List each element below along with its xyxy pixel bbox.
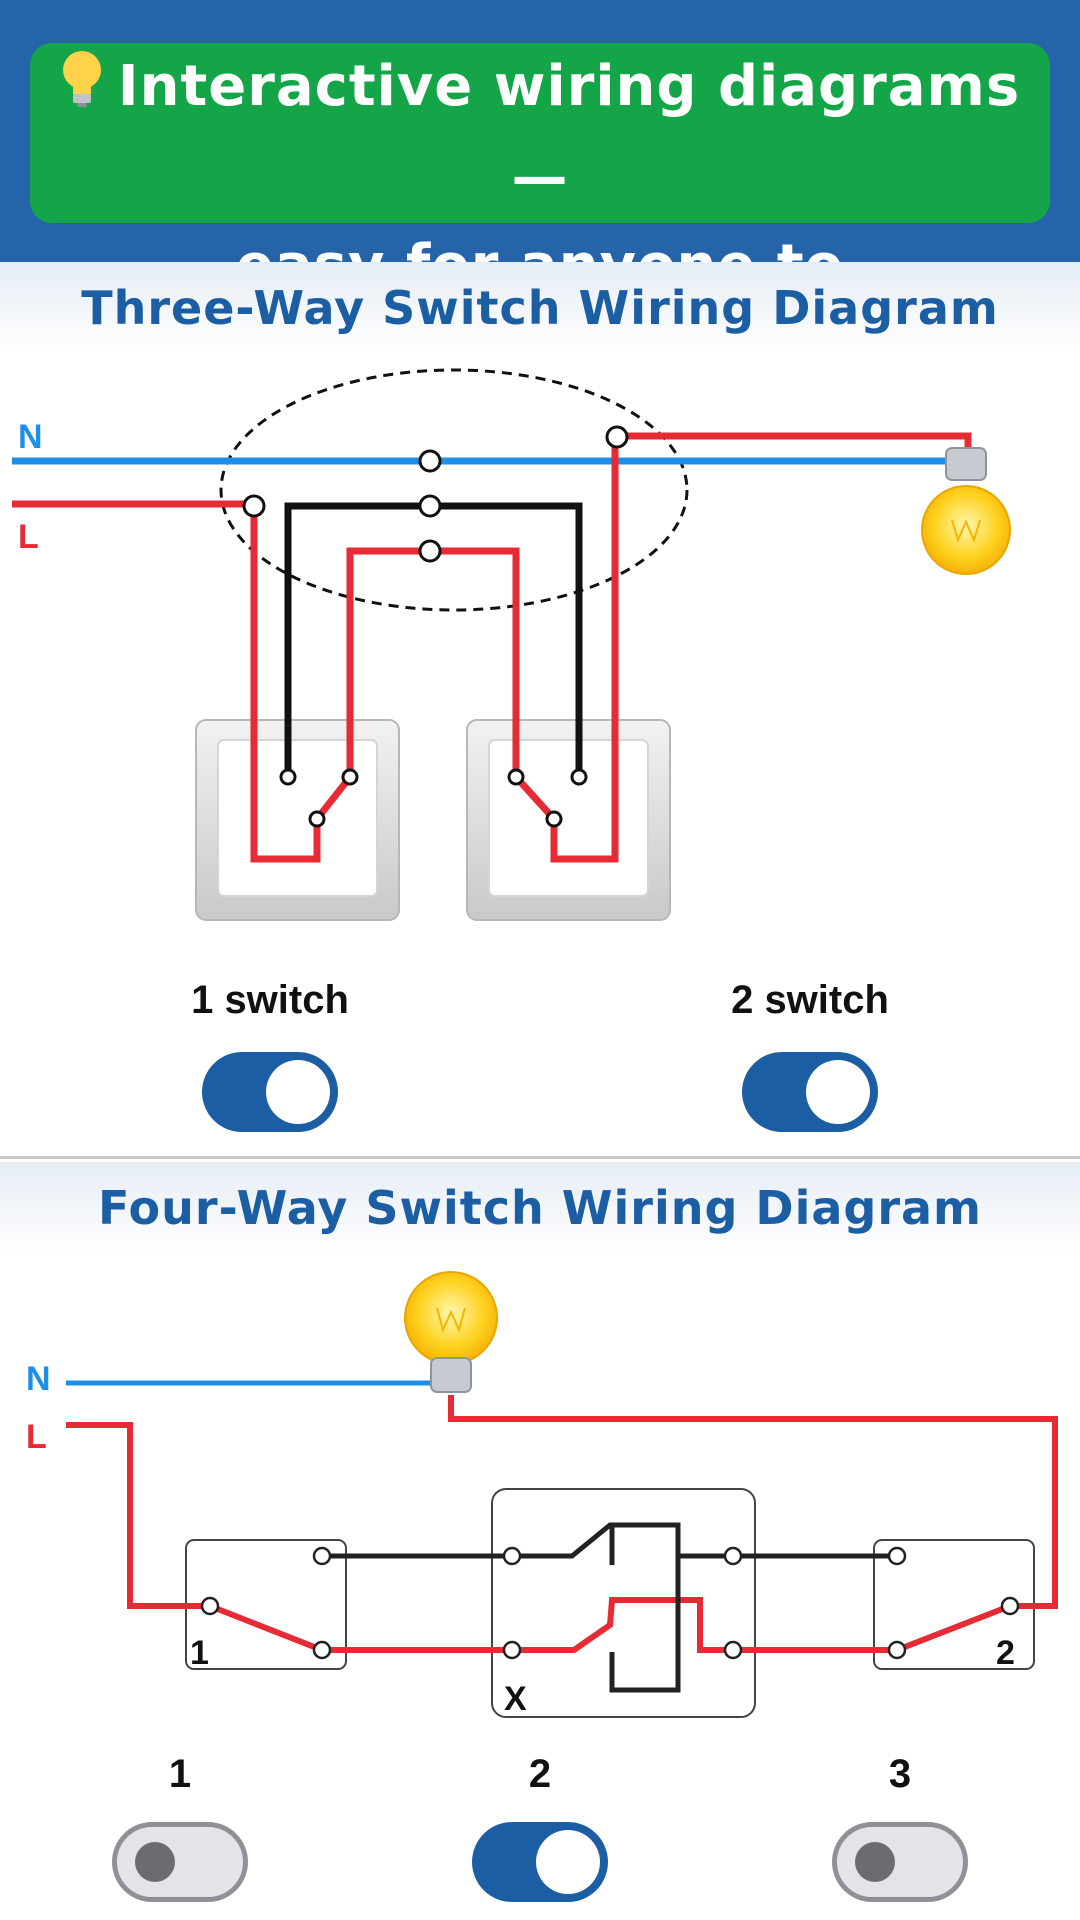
four-way-toggle-1[interactable] bbox=[112, 1822, 248, 1902]
switch-2-label: 2 switch bbox=[731, 978, 889, 1022]
four-way-toggle-3[interactable] bbox=[832, 1822, 968, 1902]
three-way-diagram: N L bbox=[12, 368, 1011, 921]
three-way-title: Three-Way Switch Wiring Diagram bbox=[0, 262, 1080, 354]
toggle-knob bbox=[806, 1060, 870, 1124]
toggle-knob bbox=[266, 1060, 330, 1124]
section-divider bbox=[0, 1156, 1080, 1159]
switch-plate-1 bbox=[195, 719, 400, 921]
switch-2-lever bbox=[513, 774, 557, 822]
live-wire-in bbox=[12, 500, 321, 863]
four-way-live-wire-return bbox=[448, 1395, 1058, 1609]
switch-1-label: 1 switch bbox=[191, 978, 349, 1022]
switch-1-lever bbox=[208, 1603, 324, 1653]
promo-banner: Interactive wiring diagrams — easy for a… bbox=[30, 43, 1050, 386]
box-label-2: 2 bbox=[996, 1634, 1015, 1672]
toggle-knob bbox=[135, 1842, 175, 1882]
four-way-live-label: L bbox=[26, 1418, 47, 1456]
switch-2-lever bbox=[895, 1603, 1012, 1653]
three-way-toggle-2[interactable] bbox=[742, 1052, 878, 1132]
live-wire-return bbox=[550, 432, 972, 863]
four-way-traveler-top bbox=[322, 1522, 681, 1693]
three-way-toggle-1[interactable] bbox=[202, 1052, 338, 1132]
terminals bbox=[242, 425, 629, 828]
four-way-label-3: 3 bbox=[888, 1752, 912, 1796]
three-way-live-label: L bbox=[18, 518, 39, 556]
four-way-toggle-2[interactable] bbox=[472, 1822, 608, 1902]
box-label-x: X bbox=[504, 1680, 527, 1718]
toggle-knob bbox=[536, 1830, 600, 1894]
banner-line-1: Interactive wiring diagrams — bbox=[117, 54, 1021, 210]
three-way-neutral-label: N bbox=[18, 418, 43, 456]
four-way-neutral-label: N bbox=[26, 1360, 51, 1398]
four-way-terminals bbox=[200, 1546, 1020, 1660]
switch-box-x bbox=[491, 1488, 756, 1718]
lightbulb-icon bbox=[404, 1271, 498, 1393]
four-way-label-1: 1 bbox=[168, 1752, 192, 1796]
four-way-title: Four-Way Switch Wiring Diagram bbox=[0, 1162, 1080, 1254]
four-way-label-2: 2 bbox=[528, 1752, 552, 1796]
lightbulb-icon bbox=[921, 447, 1011, 575]
four-way-live-wire-in bbox=[66, 1422, 210, 1609]
four-way-traveler-bottom-left bbox=[322, 1597, 897, 1653]
lightbulb-icon bbox=[60, 46, 104, 134]
switch-1-lever bbox=[314, 774, 353, 822]
switch-plate-2 bbox=[466, 719, 671, 921]
toggle-knob bbox=[855, 1842, 895, 1882]
four-way-diagram: N L 1 X 2 bbox=[26, 1271, 1058, 1718]
junction-box bbox=[219, 368, 689, 612]
box-label-1: 1 bbox=[190, 1634, 209, 1672]
header-bar: Interactive wiring diagrams — easy for a… bbox=[0, 0, 1080, 386]
